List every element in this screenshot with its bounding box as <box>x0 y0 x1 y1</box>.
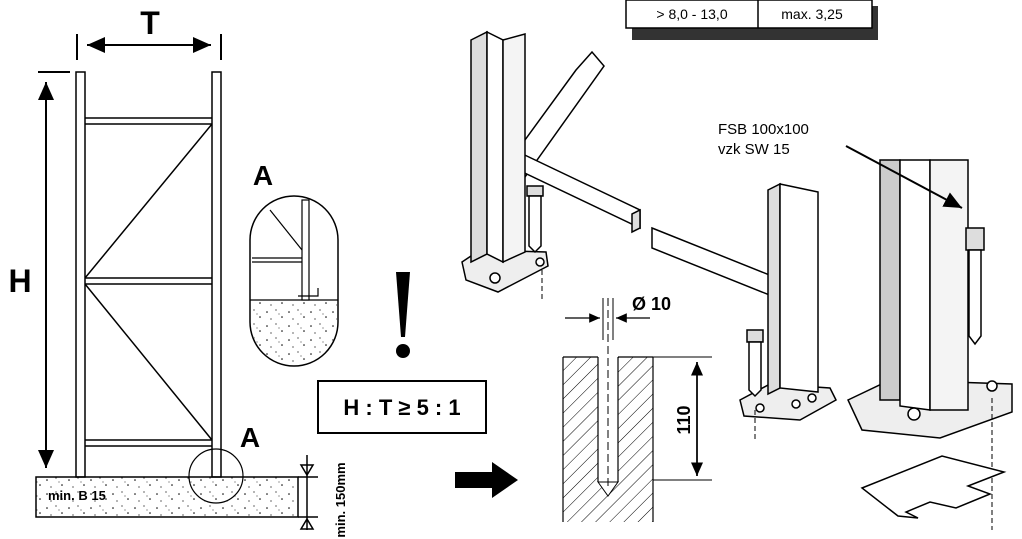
width-label: T <box>140 5 160 41</box>
base-plate-upright <box>651 182 837 440</box>
detail-marker-bottom: A <box>240 422 260 453</box>
height-dimension <box>38 71 70 468</box>
detail-a-view <box>249 195 339 367</box>
upright-with-brace <box>461 30 641 300</box>
concrete-slab <box>35 476 299 518</box>
detail-marker-top: A <box>253 160 273 191</box>
direction-arrow <box>455 462 518 498</box>
upright-frame <box>75 71 222 478</box>
hole-depth-label: 110 <box>674 405 694 434</box>
height-label: H <box>8 263 31 299</box>
anchor-leader <box>845 145 963 209</box>
concrete-grade-label: min. B 15 <box>48 488 106 503</box>
width-dimension <box>76 34 222 60</box>
upright-with-anchor <box>847 159 1013 530</box>
ratio-box <box>317 380 487 434</box>
anchor-spec-line1: FSB 100x100 <box>718 121 809 138</box>
table-value-cell: max. 3,25 <box>781 6 843 22</box>
warning-exclamation <box>396 272 410 358</box>
ratio-label: H : T ≥ 5 : 1 <box>343 395 460 420</box>
detail-circle <box>188 448 244 504</box>
drill-hole-section <box>562 298 712 522</box>
hole-diameter-label: Ø 10 <box>632 294 671 314</box>
warning-glyph: ! <box>430 299 431 301</box>
slab-depth-dimension <box>298 455 318 530</box>
table-range-cell: > 8,0 - 13,0 <box>656 6 727 22</box>
anchor-spec-line2: vzk SW 15 <box>718 141 790 158</box>
slab-depth-label: min. 150mm <box>333 462 348 537</box>
spec-table <box>625 0 878 40</box>
